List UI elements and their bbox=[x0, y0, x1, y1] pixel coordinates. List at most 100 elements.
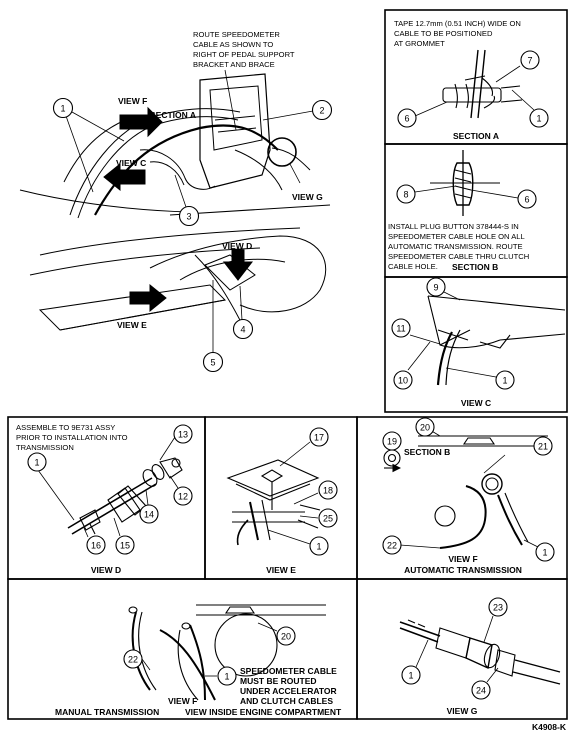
view-c-callout-10-text: 10 bbox=[398, 376, 408, 386]
section-a-callout-1 bbox=[529, 108, 549, 128]
view-g-callout-23-text: 23 bbox=[493, 603, 503, 613]
view-c-callout-10 bbox=[393, 370, 413, 390]
section-b-drawing bbox=[430, 150, 500, 216]
view-c-callout-9 bbox=[426, 277, 446, 297]
view-e-panel: 17 18 25 1 VIEW E bbox=[226, 427, 338, 575]
view-f-auto-callout-20 bbox=[415, 417, 435, 437]
view-d-callout-16 bbox=[86, 535, 106, 555]
view-f-auto-leader-21 bbox=[483, 454, 506, 474]
view-e-callout-18-text: 18 bbox=[323, 486, 333, 496]
view-e-leader-1 bbox=[267, 529, 311, 545]
view-g-leader-24 bbox=[486, 667, 499, 683]
view-d-callout-15-text: 15 bbox=[120, 541, 130, 551]
main-callout-4-text: 4 bbox=[240, 325, 245, 335]
main-callout-3 bbox=[178, 205, 200, 227]
manual-caption-right: VIEW INSIDE ENGINE COMPARTMENT bbox=[185, 707, 342, 717]
main-note-line-2: CABLE AS SHOWN TO bbox=[193, 40, 273, 49]
view-d-callout-1 bbox=[27, 452, 47, 472]
section-b-callout-8 bbox=[396, 184, 416, 204]
view-f-manual-callout-20-text: 20 bbox=[281, 632, 291, 642]
view-d-title: VIEW D bbox=[91, 565, 121, 575]
view-f-auto-callout-22 bbox=[382, 535, 402, 555]
manual-note-line-3: UNDER ACCELERATOR bbox=[240, 686, 337, 696]
view-c-title: VIEW C bbox=[461, 398, 491, 408]
view-d-callout-14-text: 14 bbox=[144, 510, 154, 520]
view-d-callout-14 bbox=[139, 504, 159, 524]
view-f-auto-view-label: VIEW F bbox=[448, 554, 477, 564]
view-c-callout-1-text: 1 bbox=[502, 376, 507, 386]
view-g-drawing bbox=[399, 619, 561, 685]
section-b-callout-6 bbox=[517, 189, 537, 209]
main-view-e-label: VIEW E bbox=[117, 320, 147, 330]
view-c-leader-1 bbox=[445, 367, 497, 378]
view-d-callout-15 bbox=[115, 535, 135, 555]
view-g-indicator-circle bbox=[267, 137, 297, 167]
view-c-callout-1 bbox=[495, 370, 515, 390]
view-d-callout-13 bbox=[173, 424, 193, 444]
view-d-note-line-2: PRIOR TO INSTALLATION INTO bbox=[16, 433, 128, 442]
view-d-callout-12-text: 12 bbox=[178, 492, 188, 502]
view-c-callout-9-text: 9 bbox=[433, 283, 438, 293]
section-a-note-line-1: TAPE 12.7mm (0.51 INCH) WIDE ON bbox=[394, 19, 521, 28]
view-d-drawing bbox=[67, 457, 183, 535]
view-g-leader-1 bbox=[415, 639, 429, 668]
figure-id: K4908-K bbox=[532, 722, 567, 732]
main-callout-4 bbox=[232, 318, 254, 340]
main-callout-circles: 1 2 3 4 5 bbox=[52, 97, 333, 373]
view-g-leader-23 bbox=[483, 615, 494, 643]
view-d-leader-12 bbox=[169, 475, 179, 489]
section-b-note-line-3: AUTOMATIC TRANSMISSION. ROUTE bbox=[388, 242, 523, 251]
view-f-arrow bbox=[119, 106, 163, 138]
view-f-manual-callout-22-text: 22 bbox=[128, 655, 138, 665]
view-f-auto-callout-21-text: 21 bbox=[538, 442, 548, 452]
main-callout-5-text: 5 bbox=[210, 358, 215, 368]
section-a-note-line-3: AT GROMMET bbox=[394, 39, 445, 48]
view-d-panel: ASSEMBLE TO 9E731 ASSY PRIOR TO INSTALLA… bbox=[16, 423, 193, 575]
view-g-callout-1 bbox=[401, 665, 421, 685]
view-e-callout-25-text: 25 bbox=[323, 514, 333, 524]
view-f-auto-callout-1-text: 1 bbox=[542, 548, 547, 558]
view-e-callout-1 bbox=[309, 536, 329, 556]
main-callout-5 bbox=[202, 351, 224, 373]
section-b-note-line-5: CABLE HOLE. bbox=[388, 262, 438, 271]
main-callouts bbox=[65, 110, 314, 352]
section-a-callout-7-text: 7 bbox=[527, 56, 532, 66]
main-note-line-3: RIGHT OF PEDAL SUPPORT bbox=[193, 50, 295, 59]
view-d-callout-1-text: 1 bbox=[34, 458, 39, 468]
section-a-callout-7 bbox=[520, 50, 540, 70]
section-a-note-line-2: CABLE TO BE POSITIONED bbox=[394, 29, 493, 38]
view-f-auto-callout-22-text: 22 bbox=[387, 541, 397, 551]
view-d-leader-16 bbox=[83, 527, 89, 538]
view-e-leader-25 bbox=[299, 515, 319, 519]
view-f-manual-panel: 20 22 1 SPEEDOMETER CABLE MUST BE ROUTED… bbox=[55, 604, 342, 717]
view-e-leader-18 bbox=[293, 492, 319, 505]
view-f-auto-leader-22 bbox=[399, 544, 441, 549]
view-g-title: VIEW G bbox=[447, 706, 478, 716]
manual-note-line-1: SPEEDOMETER CABLE bbox=[240, 666, 337, 676]
main-section-a-label: SECTION A bbox=[150, 110, 196, 120]
view-d-callout-13-text: 13 bbox=[178, 430, 188, 440]
main-view-c-label: VIEW C bbox=[116, 158, 146, 168]
view-d-leader-14 bbox=[145, 489, 149, 506]
view-d-leader-13 bbox=[159, 436, 176, 461]
view-e-drawing bbox=[226, 459, 321, 546]
view-c-panel: 9 11 10 1 VIEW C bbox=[391, 277, 566, 408]
view-g-panel: 23 1 24 VIEW G bbox=[399, 597, 561, 716]
view-f-auto-callout-21 bbox=[533, 436, 553, 456]
main-view: ROUTE SPEEDOMETER CABLE AS SHOWN TO RIGH… bbox=[19, 30, 333, 373]
view-f-manual-view-label: VIEW F bbox=[168, 696, 197, 706]
view-e-leader-17 bbox=[279, 441, 311, 467]
view-d-note-line-1: ASSEMBLE TO 9E731 ASSY bbox=[16, 423, 115, 432]
section-b-leader-8 bbox=[414, 185, 457, 193]
section-b-callout-8-text: 8 bbox=[403, 190, 408, 200]
section-b-callout-6-text: 6 bbox=[524, 195, 529, 205]
manual-caption-left: MANUAL TRANSMISSION bbox=[55, 707, 159, 717]
main-note-line-1: ROUTE SPEEDOMETER bbox=[193, 30, 280, 39]
view-c-drawing bbox=[427, 295, 566, 386]
main-view-g-label: VIEW G bbox=[292, 192, 323, 202]
section-a-leader-6 bbox=[414, 101, 448, 117]
view-e-arrow bbox=[129, 283, 167, 313]
view-c-callout-11-text: 11 bbox=[396, 324, 405, 334]
section-a-callout-6 bbox=[397, 108, 417, 128]
